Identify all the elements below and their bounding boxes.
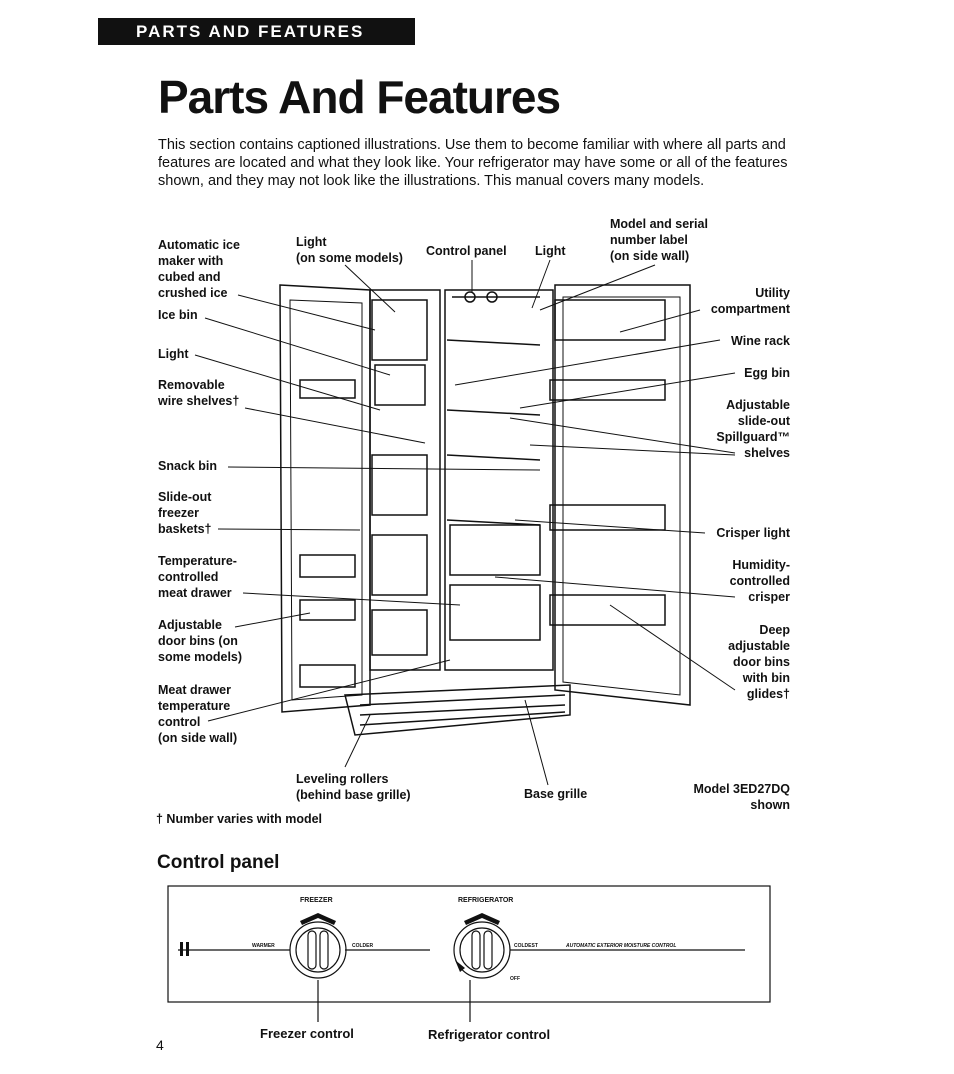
refrigerator-control-caption: Refrigerator control xyxy=(428,1027,551,1042)
page-title: Parts And Features xyxy=(158,71,561,123)
colder-label: COLDER xyxy=(352,943,374,949)
label-model-serial: Model and serial number label (on side w… xyxy=(610,217,708,263)
refrigerator-label: REFRIGERATOR xyxy=(458,897,514,904)
label-control-panel: Control panel xyxy=(426,244,507,258)
freezer-control-caption: Freezer control xyxy=(260,1026,354,1041)
label-ice-bin: Ice bin xyxy=(158,308,198,322)
footnote: † Number varies with model xyxy=(156,812,323,826)
moisture-control-label: AUTOMATIC EXTERIOR MOISTURE CONTROL xyxy=(566,943,677,949)
label-humidity-crisper: Humidity- controlled crisper xyxy=(729,558,790,604)
label-deep-bins: Deep adjustable door bins with bin glide… xyxy=(728,623,790,701)
control-panel-heading: Control panel xyxy=(157,852,280,873)
label-egg-bin: Egg bin xyxy=(744,366,790,380)
page-number: 4 xyxy=(156,1037,164,1053)
warmer-label: WARMER xyxy=(252,943,275,949)
coldest-label: COLDEST xyxy=(514,943,538,949)
label-spillguard: Adjustable slide-out Spillguard™ shelves xyxy=(716,398,790,460)
label-wire-shelves: Removable wire shelves† xyxy=(158,378,240,408)
label-base-grille: Base grille xyxy=(524,787,588,801)
label-light-top: Light (on some models) xyxy=(296,235,403,265)
label-door-bins: Adjustable door bins (on some models) xyxy=(158,618,243,664)
section-banner: PARTS AND FEATURES xyxy=(98,18,415,45)
freezer-dial xyxy=(289,921,347,979)
refrigerator-dial xyxy=(453,921,511,979)
label-leveling-rollers: Leveling rollers (behind base grille) xyxy=(296,772,411,802)
freezer-label: FREEZER xyxy=(300,897,333,904)
label-wine-rack: Wine rack xyxy=(731,334,790,348)
label-light-right: Light xyxy=(535,244,566,258)
label-snack-bin: Snack bin xyxy=(158,459,218,473)
label-light-left: Light xyxy=(158,347,189,361)
label-ice-maker-text: Automatic ice maker with cubed and crush… xyxy=(158,238,240,300)
label-crisper-light: Crisper light xyxy=(716,526,790,540)
label-ice-maker: Automatic ice maker with cubed and crush… xyxy=(158,237,240,301)
intro-paragraph: This section contains captioned illustra… xyxy=(158,137,788,189)
off-label: OFF xyxy=(510,976,520,982)
label-meat-control: Meat drawer temperature control (on side… xyxy=(158,683,238,745)
label-meat-drawer: Temperature- controlled meat drawer xyxy=(158,554,237,600)
label-model-shown: Model 3ED27DQ shown xyxy=(693,782,790,812)
refrigerator-door xyxy=(554,284,691,706)
label-utility: Utility compartment xyxy=(710,286,790,316)
label-freezer-baskets: Slide-out freezer baskets† xyxy=(158,490,212,536)
